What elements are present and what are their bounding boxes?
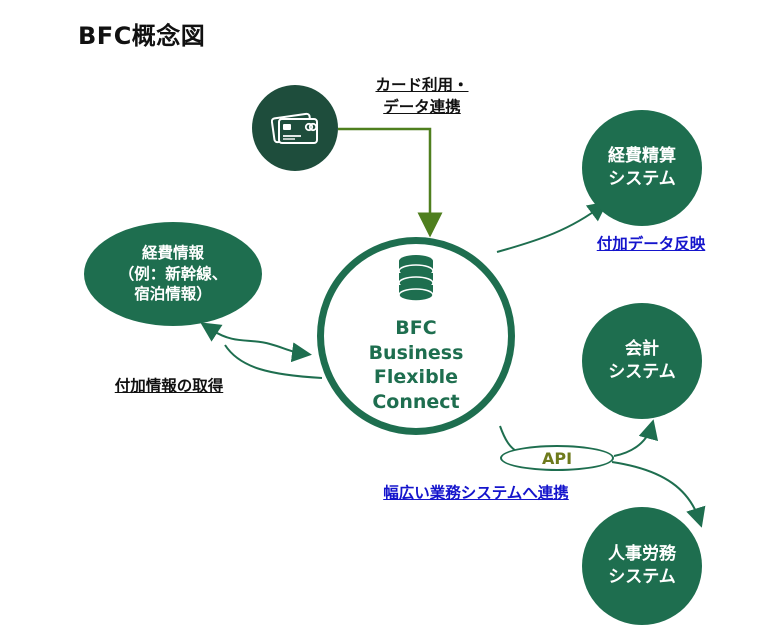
hr-system-node: 人事労務 システム — [582, 507, 702, 625]
card-to-hub-arrow — [338, 127, 443, 238]
database-icon — [398, 255, 434, 302]
info-exchange-arrow — [200, 322, 312, 363]
expense-system-node: 経費精算 システム — [582, 110, 702, 226]
reflect-link[interactable]: 付加データ反映 — [596, 235, 706, 253]
credit-card-icon — [271, 112, 318, 144]
card-icon-circle — [252, 85, 338, 171]
hub-to-expense-arrow — [496, 201, 608, 253]
integrate-link[interactable]: 幅広い業務システムへ連携 — [383, 484, 569, 502]
acquire-label: 付加情報の取得 — [114, 377, 224, 395]
page-title: BFC概念図 — [78, 22, 206, 50]
expense-info-node: 経費情報 （例：新幹線、 宿泊情報） — [84, 222, 262, 326]
hub-label: BFC Business Flexible Connect — [317, 316, 515, 415]
hub-line1: BFC — [395, 317, 437, 339]
api-oval: API — [500, 445, 614, 471]
accounting-system-label: 会計 システム — [608, 339, 676, 382]
api-label: API — [541, 448, 573, 468]
hr-system-label: 人事労務 システム — [608, 544, 676, 587]
api-to-accounting-arrow — [613, 419, 659, 457]
expense-info-label: 経費情報 （例：新幹線、 宿泊情報） — [118, 243, 228, 304]
expense-system-label: 経費精算 システム — [608, 146, 676, 189]
hub-line2: Business Flexible Connect — [368, 341, 464, 414]
hub-to-info-line — [224, 344, 323, 379]
accounting-system-node: 会計 システム — [582, 303, 702, 419]
api-to-hr-arrow — [611, 461, 706, 528]
card-link-label: カード利用・ データ連携 — [375, 76, 469, 117]
